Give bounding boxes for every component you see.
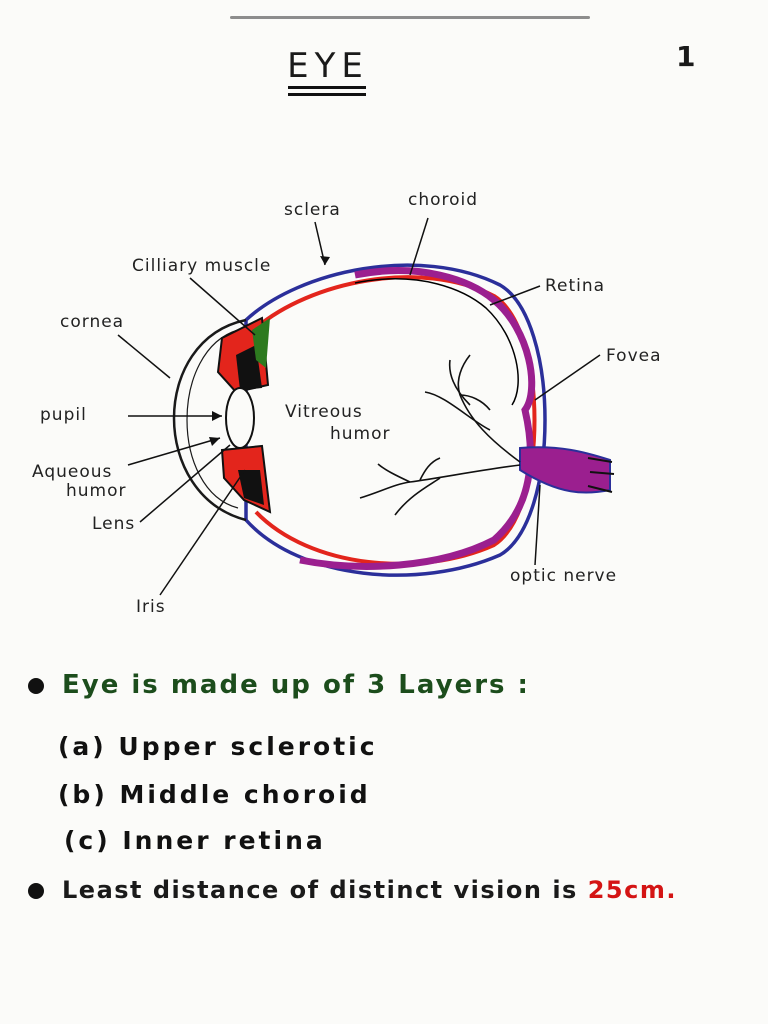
aqueous-boundary bbox=[186, 329, 239, 509]
note-item-b: (b) Middle choroid bbox=[58, 780, 371, 809]
label-iris: Iris bbox=[136, 597, 166, 617]
bullet-icon bbox=[28, 883, 44, 899]
retina-layer bbox=[299, 267, 536, 570]
retina-inner bbox=[354, 278, 519, 406]
note-vision-value: 25cm. bbox=[587, 876, 677, 904]
note-vision: Least distance of distinct vision is 25c… bbox=[28, 876, 677, 904]
label-choroid: choroid bbox=[408, 190, 479, 210]
label-retina: Retina bbox=[545, 276, 606, 296]
note-layers-text: Eye is made up of 3 Layers : bbox=[62, 670, 530, 700]
title-underline bbox=[288, 93, 366, 96]
label-sclera: sclera bbox=[284, 200, 341, 220]
page-number: 1 bbox=[676, 40, 696, 73]
label-aqueous: Aqueous bbox=[32, 462, 113, 482]
title-underline bbox=[288, 86, 366, 89]
label-cornea: cornea bbox=[60, 312, 125, 332]
page-title: EYE bbox=[287, 46, 369, 86]
label-ciliary-muscle: Cilliary muscle bbox=[132, 256, 272, 276]
label-lens: Lens bbox=[92, 514, 136, 534]
label-vitreous-humor: humor bbox=[330, 424, 391, 444]
note-vision-text: Least distance of distinct vision is bbox=[62, 876, 578, 904]
iris-lower-dark bbox=[238, 470, 264, 505]
note-item-c: (c) Inner retina bbox=[64, 826, 326, 855]
label-vitreous: Vitreous bbox=[285, 402, 363, 422]
label-fovea: Fovea bbox=[606, 346, 662, 366]
label-pupil: pupil bbox=[40, 405, 87, 425]
sclera-outline bbox=[244, 263, 547, 577]
label-aqueous-humor: humor bbox=[66, 481, 127, 501]
top-rule bbox=[230, 16, 590, 19]
note-item-a: (a) Upper sclerotic bbox=[58, 732, 378, 761]
cornea-outline bbox=[172, 318, 247, 522]
bullet-icon bbox=[28, 677, 44, 694]
label-optic-nerve: optic nerve bbox=[510, 566, 618, 586]
blood-vessels bbox=[359, 354, 521, 516]
lens bbox=[225, 387, 255, 449]
note-layers: Eye is made up of 3 Layers : bbox=[28, 670, 530, 700]
ciliary-muscle-upper bbox=[252, 318, 270, 368]
leader-arrows bbox=[209, 256, 330, 446]
optic-nerve bbox=[519, 446, 611, 494]
